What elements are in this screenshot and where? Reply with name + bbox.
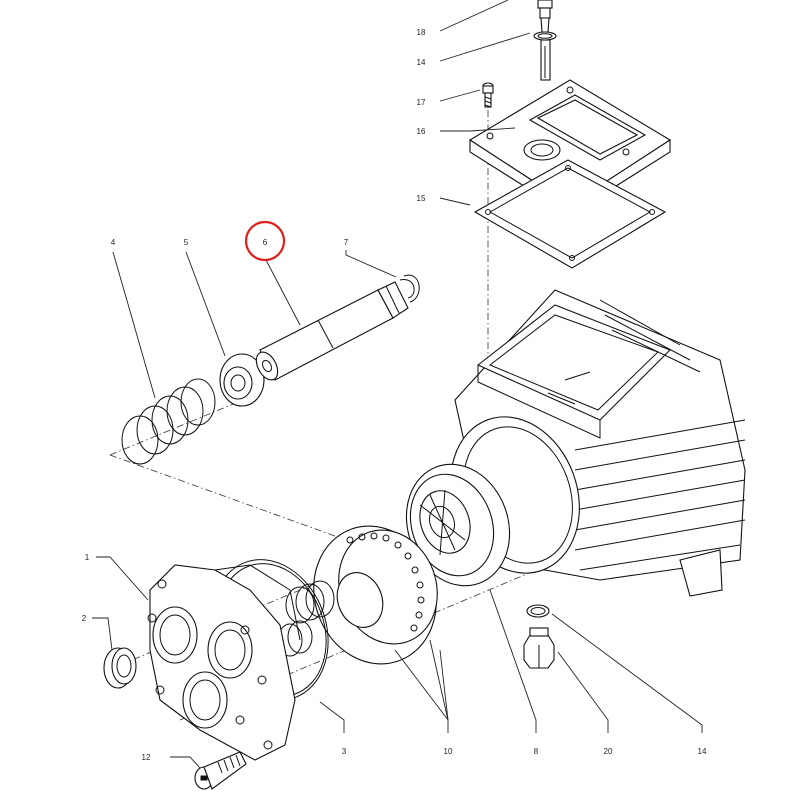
callout-6: 6 [263, 238, 268, 247]
part-oring-lower [526, 604, 550, 618]
callout-3: 3 [342, 747, 347, 756]
callout-labels: 18 14 17 16 15 4 5 6 7 1 2 12 3 10 8 20 … [82, 28, 707, 762]
bearing-balls [346, 532, 425, 632]
part-spring [121, 378, 216, 465]
callout-7: 7 [344, 238, 349, 247]
callout-14-top: 14 [417, 58, 426, 67]
callout-4: 4 [111, 238, 116, 247]
callout-8: 8 [534, 747, 539, 756]
callout-10: 10 [444, 747, 453, 756]
part-crankcase [450, 289, 746, 597]
part-oring-top [533, 31, 557, 41]
part-piston [255, 281, 409, 381]
callout-14-bottom: 14 [698, 747, 707, 756]
part-inner-springs [277, 580, 335, 657]
highlight-circle [244, 220, 286, 262]
callout-1: 1 [85, 553, 90, 562]
callout-12: 12 [142, 753, 151, 762]
callout-15: 15 [417, 194, 426, 203]
part-bolt [194, 751, 247, 790]
callout-17: 17 [417, 98, 426, 107]
callout-5: 5 [184, 238, 189, 247]
part-plug [103, 647, 137, 689]
part-pump-head [147, 564, 301, 761]
part-washer [219, 353, 265, 407]
part-gasket [473, 159, 667, 269]
callout-2: 2 [82, 614, 87, 623]
callout-20: 20 [604, 747, 613, 756]
part-screw-17 [482, 82, 494, 108]
callout-16: 16 [417, 127, 426, 136]
callout-18: 18 [417, 28, 426, 37]
part-circlip [399, 274, 420, 303]
leader-lines [92, 0, 703, 769]
part-drain-plug [523, 627, 555, 669]
part-bearing [313, 525, 438, 665]
